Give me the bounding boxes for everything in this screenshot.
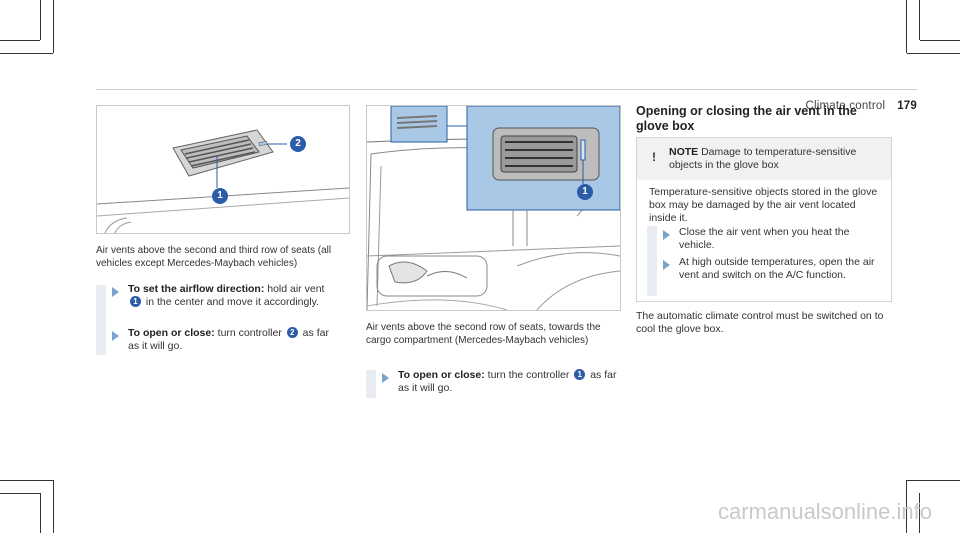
note-step-bar [647, 226, 657, 296]
note-box: ! NOTE Damage to temperature-sensitive o… [636, 137, 892, 302]
callout-ref: 1 [574, 369, 586, 380]
footer-paragraph: The automatic climate control must be sw… [636, 310, 884, 335]
step-text: as far as it will go. [398, 369, 617, 394]
step-arrow-icon [382, 373, 389, 383]
page-number: 179 [897, 100, 917, 112]
step-label: To open or close: [128, 327, 215, 339]
page-header: Climate control 179 [806, 100, 918, 112]
crop-mark [906, 0, 907, 53]
callout-1: 1 [577, 184, 593, 200]
step-text: turn controller [214, 327, 285, 339]
callout-ref: 1 [130, 296, 141, 307]
crop-mark [920, 40, 960, 41]
header-rule [96, 89, 917, 90]
crop-mark [0, 40, 40, 41]
section-heading: Opening or closing the air vent in the g… [636, 104, 857, 133]
step-text: hold air vent [264, 283, 325, 295]
crop-mark [907, 480, 960, 481]
note-step-2: At high outside temperatures, open the a… [679, 256, 875, 281]
step-label: To open or close: [398, 369, 485, 381]
step-arrow-icon [112, 287, 119, 297]
step-airflow-direction: To set the airflow direction: hold air v… [128, 283, 338, 309]
step-text: as far as it will go. [128, 327, 329, 352]
crop-mark [907, 53, 960, 54]
crop-mark [919, 0, 920, 40]
crop-mark [0, 493, 40, 494]
crop-mark [906, 480, 907, 533]
step-open-close: To open or close: turn controller 2 as f… [128, 327, 338, 353]
step-arrow-icon [663, 230, 670, 240]
note-title: NOTE Damage to temperature-sensitive obj… [669, 146, 879, 172]
crop-mark [53, 480, 54, 533]
air-vent-illustration [96, 129, 350, 234]
step-open-close-maybach: To open or close: turn the controller 1 … [398, 369, 618, 395]
crop-mark [40, 493, 41, 533]
cabin-illustration [367, 106, 620, 310]
crop-mark [919, 493, 920, 533]
crop-mark [53, 0, 54, 53]
step-text: turn the controller [484, 369, 573, 381]
step-label: To set the airflow direction: [128, 283, 265, 295]
crop-mark [0, 480, 53, 481]
callout-2: 2 [290, 136, 306, 152]
note-step-1: Close the air vent when you heat the veh… [679, 226, 850, 251]
callout-1: 1 [212, 188, 228, 204]
watermark: carmanualsonline.info [717, 499, 932, 524]
note-header [637, 138, 891, 180]
note-title-text: Damage to temperature-sensitive objects … [669, 146, 857, 171]
figure-2-caption: Air vents above the second row of seats,… [366, 322, 601, 346]
callout-ref: 2 [286, 327, 298, 338]
section-title: Climate control [805, 100, 886, 112]
step-text: in the center and move it accordingly. [143, 296, 320, 308]
figure-maybach-vents: 1 [366, 105, 621, 311]
note-body: Temperature-sensitive objects stored in … [649, 186, 878, 224]
step-arrow-icon [663, 260, 670, 270]
crop-mark [40, 0, 41, 40]
figure-rear-air-vents: 1 2 [96, 105, 350, 234]
step-bar [366, 370, 376, 398]
crop-mark [0, 53, 53, 54]
figure-1-caption: Air vents above the second and third row… [96, 245, 332, 269]
step-arrow-icon [112, 331, 119, 341]
warning-exclamation-icon: ! [652, 150, 656, 164]
note-label: NOTE [669, 146, 699, 158]
step-bar [96, 285, 106, 355]
